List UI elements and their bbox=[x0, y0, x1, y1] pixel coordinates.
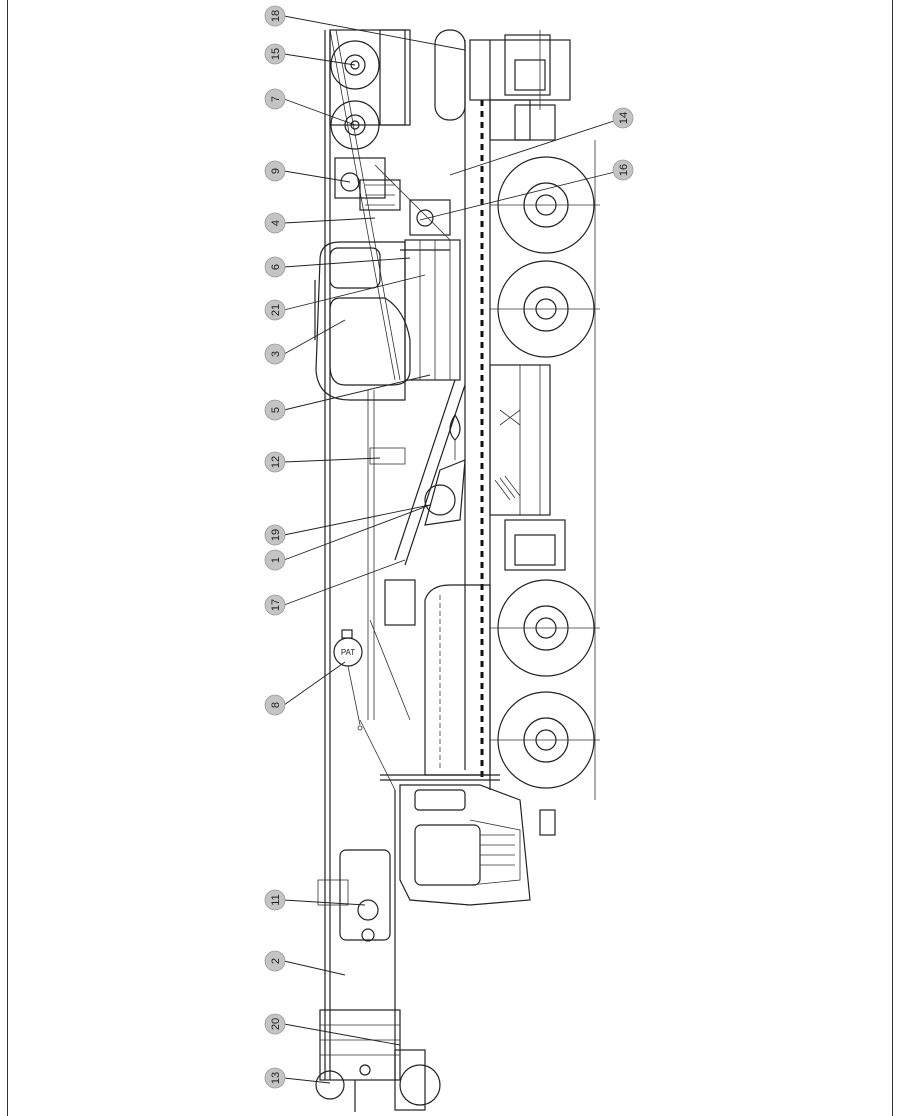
frame-left-border bbox=[7, 0, 8, 1116]
label-1: 1 bbox=[264, 549, 286, 571]
label-12-text: 12 bbox=[270, 456, 282, 468]
label-5-text: 5 bbox=[270, 407, 282, 413]
luffing-cylinder bbox=[369, 379, 466, 721]
label-12: 12 bbox=[264, 451, 286, 473]
carrier-cab bbox=[339, 784, 556, 942]
label-7-text: 7 bbox=[270, 96, 282, 102]
label-9: 9 bbox=[264, 160, 286, 182]
wheel-1 bbox=[490, 156, 600, 254]
label-2-text: 2 bbox=[270, 958, 282, 964]
label-19-text: 19 bbox=[270, 529, 282, 541]
label-7: 7 bbox=[264, 88, 286, 110]
label-20-text: 20 bbox=[270, 1018, 282, 1030]
label-6: 6 bbox=[264, 256, 286, 278]
label-19: 19 bbox=[264, 524, 286, 546]
pat-label: PAT bbox=[341, 648, 355, 657]
label-17-text: 17 bbox=[270, 599, 282, 611]
telescopic-boom bbox=[317, 29, 401, 1080]
superstructure-cab bbox=[314, 164, 461, 401]
winch-assembly bbox=[329, 29, 411, 211]
hook-block bbox=[424, 413, 466, 526]
label-9-text: 9 bbox=[270, 168, 282, 174]
label-6-text: 6 bbox=[270, 264, 282, 270]
label-20: 20 bbox=[264, 1013, 286, 1035]
label-21: 21 bbox=[264, 299, 286, 321]
label-11: 11 bbox=[264, 889, 286, 911]
boom-head bbox=[315, 1009, 441, 1112]
label-14-text: 14 bbox=[618, 112, 630, 124]
label-16: 16 bbox=[612, 159, 634, 181]
label-18-text: 18 bbox=[270, 10, 282, 22]
leader-lines bbox=[283, 15, 624, 1084]
label-13: 13 bbox=[264, 1067, 286, 1089]
label-1-text: 1 bbox=[270, 557, 282, 563]
pat-sensor: PAT bbox=[333, 447, 406, 731]
label-17: 17 bbox=[264, 594, 286, 616]
label-3: 3 bbox=[264, 343, 286, 365]
label-2: 2 bbox=[264, 950, 286, 972]
label-4: 4 bbox=[264, 212, 286, 234]
label-15-text: 15 bbox=[270, 48, 282, 60]
carrier-chassis bbox=[380, 29, 596, 800]
label-8-text: 8 bbox=[270, 702, 282, 708]
label-4-text: 4 bbox=[270, 220, 282, 226]
label-15: 15 bbox=[264, 43, 286, 65]
label-16-text: 16 bbox=[618, 164, 630, 176]
label-3-text: 3 bbox=[270, 351, 282, 357]
label-5: 5 bbox=[264, 399, 286, 421]
wheel-3 bbox=[490, 579, 600, 677]
label-13-text: 13 bbox=[270, 1072, 282, 1084]
wheel-4 bbox=[490, 691, 600, 789]
frame-right-border bbox=[892, 0, 893, 1116]
label-11-text: 11 bbox=[270, 894, 282, 905]
label-8: 8 bbox=[264, 694, 286, 716]
label-21-text: 21 bbox=[270, 304, 282, 316]
wheel-2 bbox=[490, 260, 600, 358]
label-14: 14 bbox=[612, 107, 634, 129]
label-18: 18 bbox=[264, 5, 286, 27]
